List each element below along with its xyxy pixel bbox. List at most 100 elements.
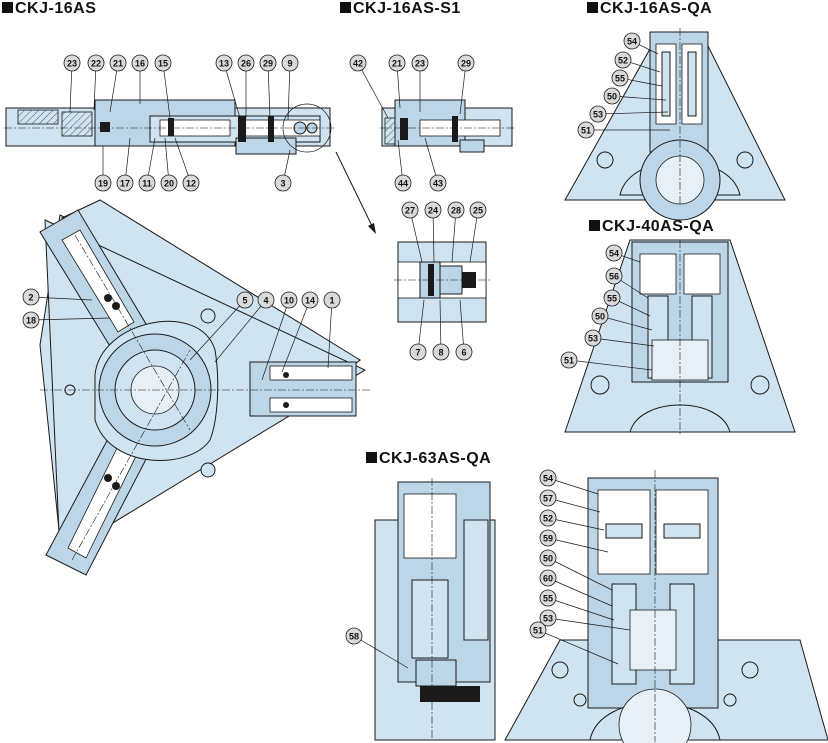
leader-line xyxy=(417,299,425,353)
leader-line xyxy=(409,209,423,263)
callout-circle xyxy=(349,54,367,72)
leader-line xyxy=(281,299,311,373)
callout-circle xyxy=(22,288,40,306)
callout-number: 7 xyxy=(415,348,420,358)
callout-51: 51 xyxy=(577,121,595,139)
callout-number: 29 xyxy=(263,59,273,69)
callout-number: 11 xyxy=(142,179,152,189)
callout-number: 9 xyxy=(287,59,292,69)
callout-circle xyxy=(236,291,254,309)
leader-line xyxy=(189,299,246,361)
callout-11: 11 xyxy=(138,174,156,192)
callout-circle xyxy=(259,54,277,72)
callout-number: 58 xyxy=(349,632,359,642)
callout-number: 24 xyxy=(428,206,438,216)
leader-line xyxy=(599,315,653,331)
callout-number: 51 xyxy=(564,356,574,366)
callout-circle xyxy=(447,201,465,219)
leader-line xyxy=(537,629,619,665)
callout-number: 52 xyxy=(618,56,628,66)
callout-number: 25 xyxy=(473,206,483,216)
callout-54: 54 xyxy=(623,32,641,50)
callout-53: 53 xyxy=(539,609,557,627)
ckj-16as-top-view xyxy=(39,199,370,576)
callout-number: 55 xyxy=(543,594,553,604)
leader-line xyxy=(353,635,409,669)
ckj-16as-side-section xyxy=(4,99,335,155)
callout-51: 51 xyxy=(529,621,547,639)
callout-circle xyxy=(455,343,473,361)
leader-line xyxy=(568,359,653,371)
callout-circle xyxy=(280,291,298,309)
callout-56: 56 xyxy=(605,267,623,285)
leader-line xyxy=(547,477,599,495)
callout-53: 53 xyxy=(584,329,602,347)
callout-7: 7 xyxy=(409,343,427,361)
leader-line xyxy=(214,299,267,363)
leader-line xyxy=(357,62,389,119)
callout-number: 5 xyxy=(242,296,247,306)
callout-circle xyxy=(215,54,233,72)
callout-number: 59 xyxy=(543,534,553,544)
callout-59: 59 xyxy=(539,529,557,547)
leader-line xyxy=(223,62,241,119)
callout-number: 17 xyxy=(120,179,130,189)
leader-line xyxy=(162,62,171,119)
callout-55: 55 xyxy=(603,289,621,307)
callout-number: 53 xyxy=(543,614,553,624)
leader-line xyxy=(267,62,271,119)
callout-28: 28 xyxy=(447,201,465,219)
callout-circle xyxy=(539,469,557,487)
callout-20: 20 xyxy=(160,174,178,192)
callout-44: 44 xyxy=(394,174,412,192)
callout-circle xyxy=(560,351,578,369)
callout-circle xyxy=(469,201,487,219)
callout-15: 15 xyxy=(154,54,172,72)
leader-line xyxy=(327,299,333,369)
ckj-16as-qa-section xyxy=(564,28,786,221)
bullet-square-icon xyxy=(2,2,13,13)
callout-number: 23 xyxy=(415,59,425,69)
callout-29: 29 xyxy=(457,54,475,72)
callout-25: 25 xyxy=(469,201,487,219)
callout-circle xyxy=(623,32,641,50)
callout-number: 50 xyxy=(595,312,605,322)
callout-52: 52 xyxy=(539,509,557,527)
callout-circle xyxy=(154,54,172,72)
leader-line xyxy=(597,111,669,115)
leader-line xyxy=(547,597,615,621)
callout-1: 1 xyxy=(323,291,341,309)
callout-42: 42 xyxy=(349,54,367,72)
callout-circle xyxy=(116,174,134,192)
callout-23: 23 xyxy=(63,54,81,72)
callout-circle xyxy=(345,627,363,645)
callout-circle xyxy=(131,54,149,72)
callout-23: 23 xyxy=(411,54,429,72)
callout-circle xyxy=(603,289,621,307)
callout-54: 54 xyxy=(539,469,557,487)
leader-line xyxy=(30,296,93,301)
callout-circle xyxy=(603,87,621,105)
callout-circle xyxy=(529,621,547,639)
leader-line xyxy=(547,617,631,631)
callout-circle xyxy=(401,201,419,219)
callout-circle xyxy=(257,291,275,309)
callout-circle xyxy=(411,54,429,72)
callout-number: 57 xyxy=(543,494,553,504)
callout-number: 12 xyxy=(186,179,196,189)
callout-19: 19 xyxy=(94,174,112,192)
leader-line xyxy=(459,62,467,115)
callout-number: 2 xyxy=(28,293,33,303)
callout-number: 6 xyxy=(461,348,466,358)
callout-54: 54 xyxy=(605,244,623,262)
leader-line xyxy=(547,537,609,553)
callout-number: 13 xyxy=(219,59,229,69)
callout-8: 8 xyxy=(432,343,450,361)
callout-circle xyxy=(301,291,319,309)
callout-number: 8 xyxy=(438,348,443,358)
callout-circle xyxy=(539,529,557,547)
leader-line xyxy=(459,299,465,353)
callout-number: 55 xyxy=(607,294,617,304)
callout-27: 27 xyxy=(401,201,419,219)
view-title-ckj-16as-s1: CKJ-16AS-S1 xyxy=(340,0,461,18)
